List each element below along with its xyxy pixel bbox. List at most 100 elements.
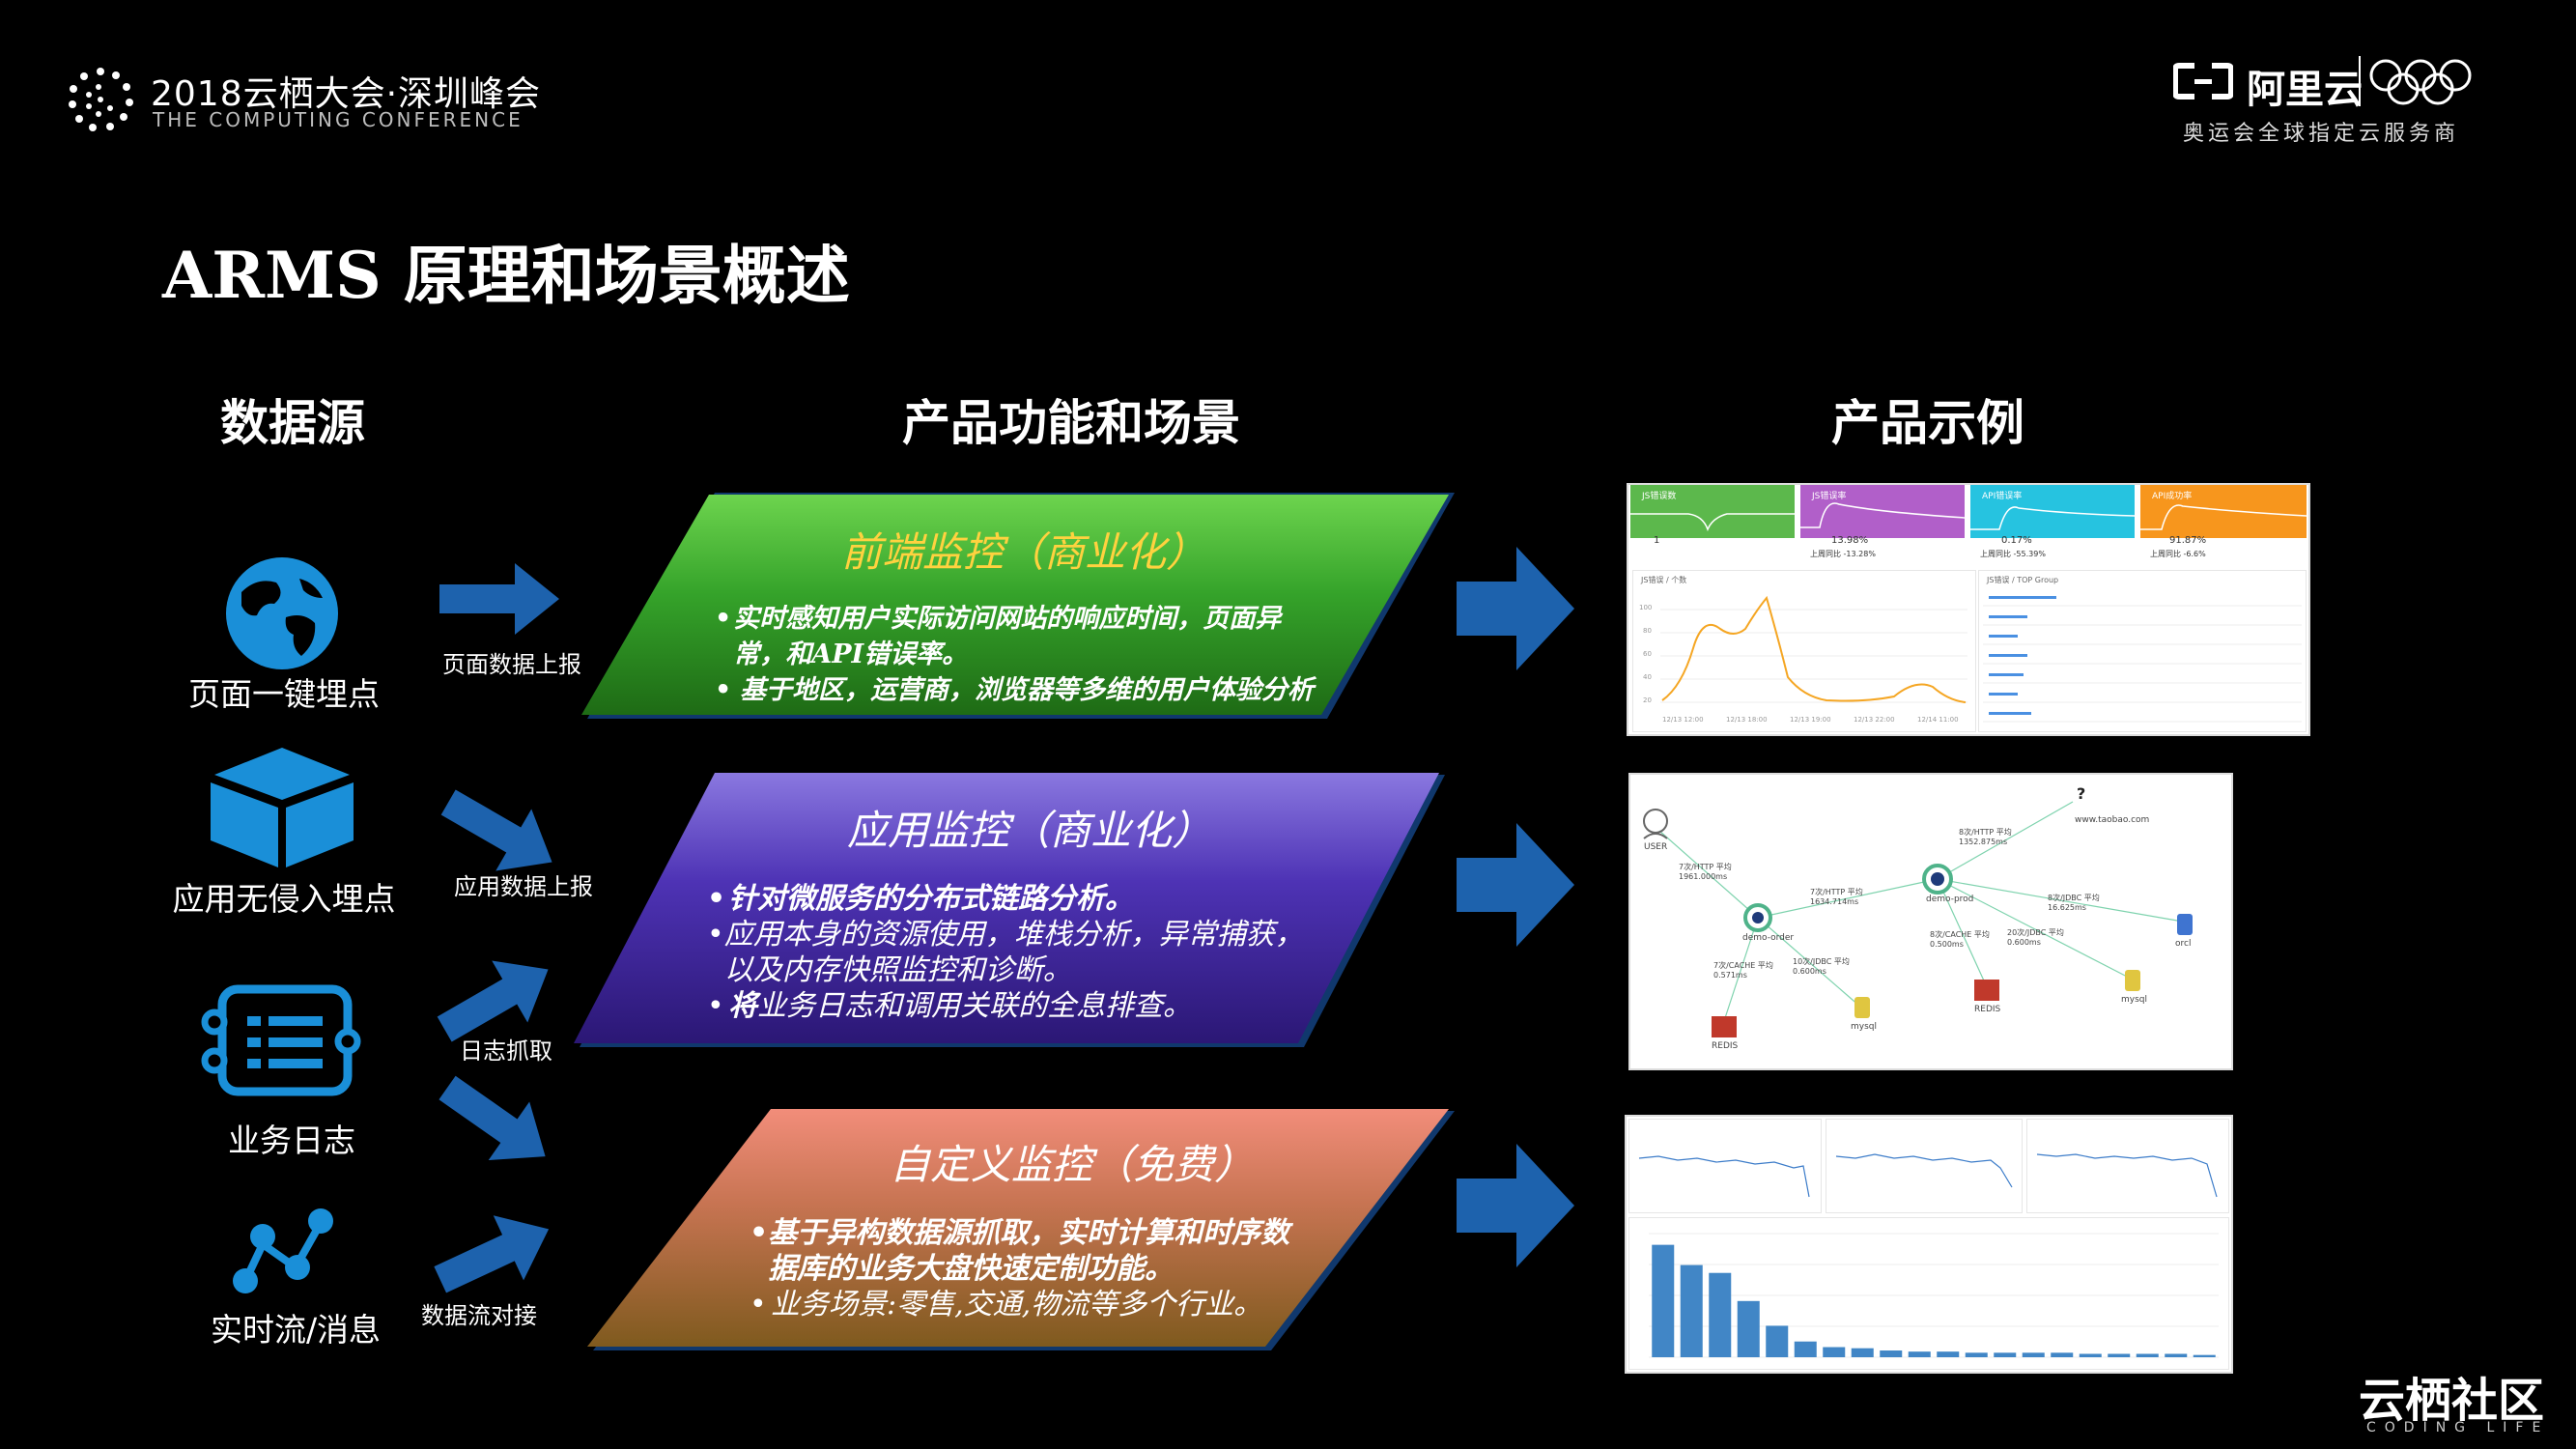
bar-chart-panel bbox=[1628, 1217, 2229, 1370]
stream-nodes-icon bbox=[228, 1206, 336, 1298]
bar bbox=[1908, 1351, 1931, 1357]
service-node-icon bbox=[1922, 864, 1953, 895]
error-chart-xtick-2: 12/13 18:00 bbox=[1726, 716, 1768, 724]
node-label-order: demo-order bbox=[1742, 933, 1795, 943]
example-frontend-dashboard: JS错误数 JS错误率 API错误率 API成功率 1 13.98% 上周同比 … bbox=[1627, 483, 2310, 736]
banner-frontend-bullet-1: 实时感知用户实际访问网站的响应时间，页面异常，和API错误率。 bbox=[733, 604, 1282, 669]
kpi-label-4: API成功率 bbox=[2152, 492, 2193, 501]
flow-arrow-stream bbox=[431, 1202, 556, 1312]
error-chart-ytick-2: 80 bbox=[1643, 627, 1652, 635]
service-node-icon bbox=[1743, 903, 1772, 932]
edge-label-prod-orcl: 8次/JDBC 平均16.625ms bbox=[2048, 894, 2100, 912]
column-header-examples: 产品示例 bbox=[1831, 395, 2024, 451]
olympic-rings-icon bbox=[2368, 56, 2475, 110]
cube-icon bbox=[205, 744, 359, 873]
banner-frontend-bullets: •实时感知用户实际访问网站的响应时间，页面异常，和API错误率。 •基于地区，运… bbox=[715, 601, 1314, 708]
log-document-icon bbox=[201, 983, 361, 1101]
bar bbox=[1937, 1351, 1960, 1357]
banner-custom bbox=[585, 1107, 1464, 1358]
brand-divider bbox=[2359, 56, 2361, 106]
edge-label-user-order: 7次/HTTP 平均1961.000ms bbox=[1679, 863, 1732, 881]
banner-custom-bullets: •基于异构数据源抓取，实时计算和时序数据库的业务大盘快速定制功能。 •业务场景:… bbox=[750, 1215, 1310, 1322]
error-chart-xtick-5: 12/14 11:00 bbox=[1917, 716, 1959, 724]
brand-tagline: 奥运会全球指定云服务商 bbox=[2183, 122, 2460, 146]
kpi-label-1: JS错误数 bbox=[1642, 492, 1677, 501]
flow-arrow-log-up bbox=[433, 947, 558, 1057]
example-arrow-3 bbox=[1457, 1144, 1578, 1273]
bar bbox=[1823, 1347, 1846, 1357]
community-logo: 云栖社区 bbox=[2359, 1374, 2545, 1428]
flow-arrow-log-down bbox=[433, 1068, 558, 1179]
banner-app-bullet-1: 针对微服务的分布式链路分析。 bbox=[728, 882, 1134, 916]
error-chart-panel: JS错误 / 个数 100 80 60 40 20 12/13 12:00 12… bbox=[1632, 570, 1976, 732]
edge-label-order-redis: 7次/CACHE 平均0.571ms bbox=[1713, 961, 1773, 980]
mini-chart-1 bbox=[1628, 1119, 1822, 1213]
banner-app-bullet-3-bold: 将 bbox=[728, 989, 757, 1023]
banner-app bbox=[572, 771, 1457, 1055]
aliyun-logo bbox=[2172, 62, 2234, 100]
node-label-redis-2: REDIS bbox=[1974, 1005, 2001, 1014]
edge-label-prod-taobao: 8次/HTTP 平均1352.875ms bbox=[1959, 828, 2012, 846]
mini-chart-2 bbox=[1826, 1119, 2023, 1213]
bar bbox=[1652, 1244, 1675, 1357]
error-chart-ytick-1: 100 bbox=[1639, 604, 1653, 611]
aliyun-bracket-icon bbox=[2172, 63, 2234, 99]
flow-label-log: 日志抓取 bbox=[460, 1037, 552, 1065]
error-top-list: JS错误 / TOP Group bbox=[1978, 570, 2307, 732]
error-chart-title: JS错误 / 个数 bbox=[1641, 576, 1687, 584]
kpi-value-4: 91.87% bbox=[2169, 535, 2207, 546]
example-app-topology: ? USER www.taobao.com demo-order demo-pr… bbox=[1628, 773, 2233, 1070]
source-label-stream: 实时流/消息 bbox=[210, 1311, 382, 1349]
bar bbox=[2051, 1352, 2074, 1357]
orcl-icon bbox=[2177, 914, 2193, 935]
conference-logo bbox=[66, 64, 135, 133]
source-label-log: 业务日志 bbox=[228, 1122, 355, 1159]
example-arrow-1 bbox=[1457, 547, 1578, 676]
bar bbox=[1737, 1300, 1760, 1357]
banner-custom-bullet-1: 基于异构数据源抓取，实时计算和时序数据库的业务大盘快速定制功能。 bbox=[768, 1216, 1290, 1286]
kpi-label-3: API错误率 bbox=[1982, 492, 2023, 501]
flow-arrow-app bbox=[437, 779, 562, 889]
edge-label-prod-redis: 8次/CACHE 平均0.500ms bbox=[1930, 930, 1990, 949]
banner-app-bullet-3: 业务日志和调用关联的全息排查。 bbox=[757, 989, 1192, 1023]
globe-icon bbox=[214, 555, 350, 675]
banner-custom-bullet-2: 业务场景:零售,交通,物流等多个行业。 bbox=[771, 1288, 1263, 1321]
kpi-card-4: API成功率 bbox=[2140, 485, 2307, 538]
bar bbox=[2165, 1353, 2188, 1357]
kpi-card-2: JS错误率 bbox=[1800, 485, 1965, 538]
bar-chart bbox=[1649, 1233, 2219, 1358]
mini-chart-3 bbox=[2026, 1119, 2229, 1213]
flow-label-stream: 数据流对接 bbox=[421, 1302, 537, 1329]
source-label-page: 页面一键埋点 bbox=[188, 675, 380, 713]
node-label-redis-1: REDIS bbox=[1712, 1041, 1739, 1051]
kpi-delta-2: 上周同比 -13.28% bbox=[1810, 550, 1876, 558]
redis-icon bbox=[1712, 980, 1999, 1037]
source-label-app: 应用无侵入埋点 bbox=[172, 880, 396, 918]
flow-arrow-page bbox=[439, 563, 565, 639]
bar bbox=[1994, 1352, 2017, 1357]
node-label-question: ? bbox=[2077, 784, 2086, 803]
node-label-user: USER bbox=[1644, 842, 1668, 852]
mysql-icon bbox=[1854, 970, 2140, 1018]
banner-app-bullets: •针对微服务的分布式链路分析。 •应用本身的资源使用，堆栈分析，异常捕获，以及内… bbox=[707, 881, 1306, 1024]
bar bbox=[1794, 1341, 1817, 1357]
kpi-label-2: JS错误率 bbox=[1812, 492, 1847, 501]
node-label-mysql-1: mysql bbox=[1851, 1022, 1877, 1032]
column-header-sources: 数据源 bbox=[220, 395, 365, 451]
bar bbox=[1680, 1264, 1703, 1357]
flow-label-page: 页面数据上报 bbox=[442, 651, 581, 678]
error-chart-ytick-4: 40 bbox=[1643, 673, 1652, 681]
flow-label-app: 应用数据上报 bbox=[454, 873, 593, 900]
bar bbox=[1709, 1272, 1732, 1357]
kpi-value-1: 1 bbox=[1654, 535, 1660, 546]
slide-title: ARMS 原理和场景概述 bbox=[162, 238, 850, 313]
kpi-value-2: 13.98% bbox=[1831, 535, 1869, 546]
brand-name: 阿里云 bbox=[2247, 68, 2363, 112]
bar bbox=[1851, 1348, 1874, 1357]
banner-frontend-title: 前端监控（商业化） bbox=[840, 528, 1206, 576]
user-node-icon bbox=[1643, 809, 1668, 839]
kpi-delta-4: 上周同比 -6.6% bbox=[2150, 550, 2206, 558]
conference-subtitle: THE COMPUTING CONFERENCE bbox=[153, 108, 524, 131]
error-chart-xtick-4: 12/13 22:00 bbox=[1854, 716, 1895, 724]
bar bbox=[1965, 1352, 1988, 1357]
